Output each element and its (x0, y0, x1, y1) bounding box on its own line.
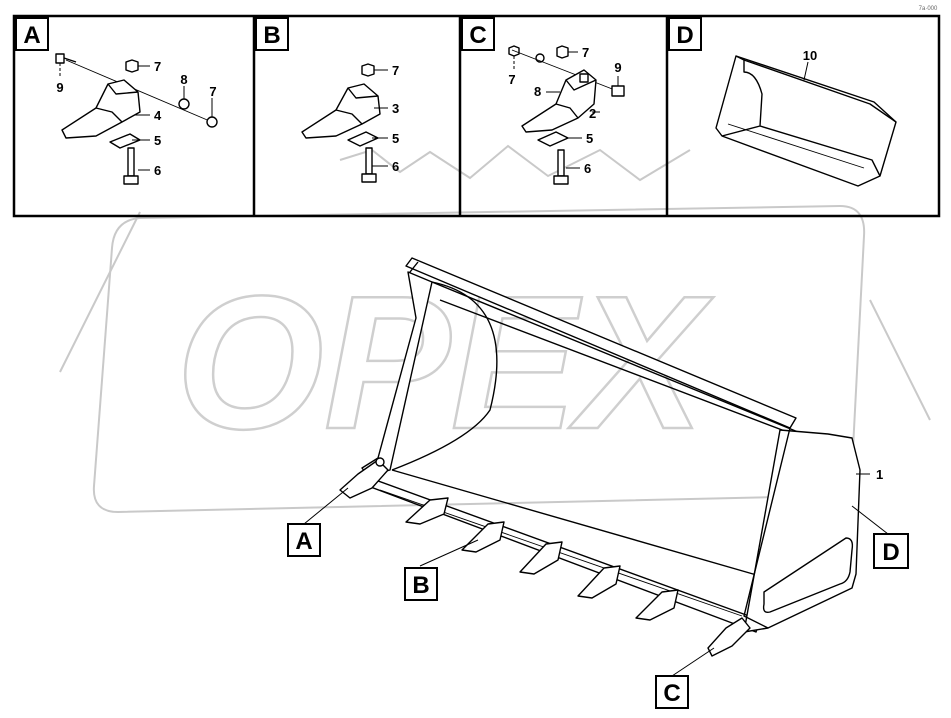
panel-c-letter: C (469, 22, 486, 49)
callout-c-7b: 7 (582, 45, 589, 60)
callout-a-5: 5 (154, 133, 161, 148)
panel-d-drawing: 10 (715, 48, 897, 187)
corner-mark: 7a·000 (919, 6, 938, 12)
callout-c-5: 5 (586, 131, 593, 146)
callout-b-5: 5 (392, 131, 399, 146)
panel-a-drawing: 9 7 8 7 4 5 6 (55, 53, 218, 185)
main-label-c: C (655, 647, 715, 709)
bucket-drawing: 1 (339, 257, 883, 657)
main-letter-a: A (295, 528, 312, 555)
panel-b-drawing: 7 3 5 6 (301, 63, 399, 183)
panel-c-drawing: 7 7 9 8 2 5 6 (508, 45, 625, 185)
callout-b-6: 6 (392, 159, 399, 174)
callout-b-3: 3 (392, 101, 399, 116)
callout-a-7: 7 (154, 59, 161, 74)
panel-a-letter: A (23, 22, 40, 49)
main-letter-c: C (663, 680, 680, 707)
opex-watermark: OPEX (59, 144, 931, 514)
callout-c-9: 9 (614, 60, 621, 75)
callout-a-8: 8 (180, 72, 187, 87)
callout-c-6: 6 (584, 161, 591, 176)
callout-a-6: 6 (154, 163, 161, 178)
panel-b-label: B (255, 17, 289, 51)
main-label-d: D (851, 505, 909, 569)
callout-b-7: 7 (392, 63, 399, 78)
panel-d-letter: D (676, 22, 693, 49)
callout-bucket-1: 1 (876, 467, 883, 482)
callout-a-9: 9 (56, 80, 63, 95)
main-letter-b: B (412, 572, 429, 599)
main-letter-d: D (882, 539, 899, 566)
main-label-b: B (404, 539, 479, 601)
main-label-a: A (287, 487, 349, 557)
callout-c-2: 2 (589, 106, 596, 121)
callout-a-7b: 7 (209, 84, 216, 99)
panel-a-label: A (15, 17, 49, 51)
panel-d-label: D (668, 17, 702, 51)
callout-d-10: 10 (803, 48, 817, 63)
panel-b-letter: B (263, 22, 280, 49)
callout-c-8: 8 (534, 84, 541, 99)
detail-panels (12, 14, 941, 218)
callout-c-7: 7 (508, 72, 515, 87)
panel-c-label: C (461, 17, 495, 51)
callout-a-4: 4 (154, 108, 162, 123)
watermark-text: OPEX (176, 257, 714, 469)
